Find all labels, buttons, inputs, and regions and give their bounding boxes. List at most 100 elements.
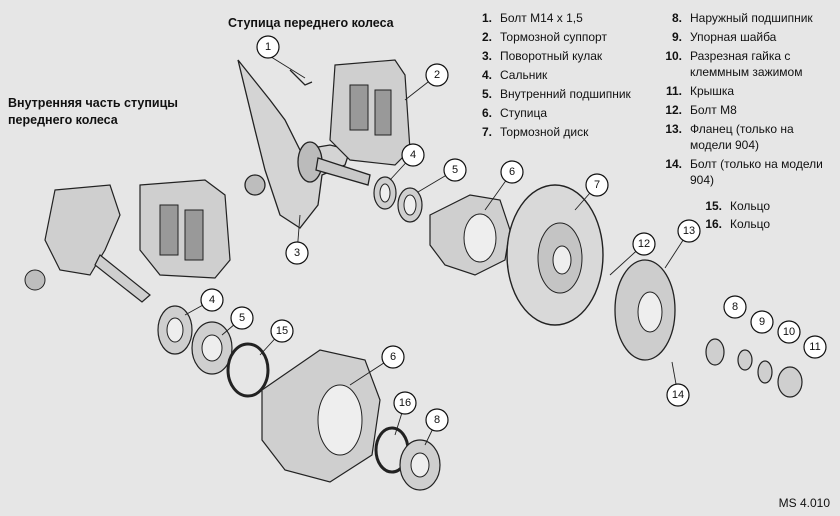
- legend-text: Кольцо: [730, 199, 771, 213]
- legend-number: 13.: [665, 122, 682, 136]
- callout-6: 6: [500, 160, 524, 184]
- callout-label: 13: [683, 225, 695, 237]
- callout-16: 16: [393, 391, 417, 415]
- callout-label: 6: [509, 166, 515, 178]
- legend-text: Крышка: [690, 84, 735, 98]
- callout-label: 11: [809, 341, 820, 353]
- legend-number: 2.: [481, 30, 492, 44]
- callout-circle: [270, 319, 294, 343]
- legend-number: 1.: [481, 11, 492, 25]
- legend-number: 5.: [481, 87, 492, 101]
- callout-14: 14: [666, 383, 690, 407]
- callout-label: 1: [265, 41, 271, 53]
- legend-number: 4.: [481, 68, 492, 82]
- callout-label: 12: [638, 238, 650, 250]
- callout-7: 7: [585, 173, 609, 197]
- callout-15: 15: [270, 319, 294, 343]
- callout-label: 10: [783, 326, 795, 338]
- callout-label: 5: [452, 164, 458, 176]
- callout-circle: [777, 320, 801, 344]
- callout-label: 8: [434, 414, 440, 426]
- legend-text: Болт (только на модели 904): [690, 157, 823, 187]
- callout-8: 8: [425, 408, 449, 432]
- legend-text: Болт М14 х 1,5: [500, 11, 583, 25]
- legend-item: 10. Разрезная гайка с клеммным зажимом: [660, 48, 838, 80]
- callout-circle: [381, 345, 405, 369]
- legend-column-2: 8.Наружный подшипник 9.Упорная шайба 10.…: [660, 10, 838, 188]
- legend-number: 9.: [671, 30, 682, 44]
- callout-13: 13: [677, 219, 701, 243]
- title-main: Ступица переднего колеса: [228, 16, 394, 30]
- callout-circle: [393, 391, 417, 415]
- legend-text: Кольцо: [730, 217, 771, 231]
- steering-knuckle-top: [237, 59, 371, 229]
- callout-5: 5: [443, 158, 467, 182]
- seal-and-bearing-top: [373, 176, 423, 223]
- legend-column-1: 1. Болт М14 х 1,5 2. Тормозной суппорт 3.П…: [470, 10, 650, 140]
- callout-label: 2: [434, 69, 440, 81]
- legend-text: Разрезная гайка с клеммным зажимом: [690, 49, 803, 79]
- legend-number: 6.: [481, 106, 492, 120]
- callout-12: 12: [632, 232, 656, 256]
- callout-label: 8: [732, 301, 738, 313]
- callout-label: 7: [594, 179, 600, 191]
- callout-label: 3: [294, 247, 300, 259]
- legend-item: 14.Болт (только на модели 904): [660, 156, 838, 188]
- legend-extra: 15.Кольцо 16. Кольцо: [700, 198, 820, 232]
- callout-2: 2: [425, 63, 449, 87]
- callout-circle: [723, 295, 747, 319]
- legend-text: Фланец (только на модели 904): [690, 122, 794, 152]
- callout-5: 5: [230, 306, 254, 330]
- callout-4: 4: [200, 288, 224, 312]
- callout-label: 9: [759, 316, 765, 328]
- legend-item: 4. Сальник: [470, 67, 650, 83]
- inner-seal-bearing-ring: [157, 305, 270, 398]
- callout-label: 16: [399, 397, 411, 409]
- legend-text: Ступица: [500, 106, 548, 120]
- legend-text: Тормозной диск: [500, 125, 589, 139]
- callout-circle: [230, 306, 254, 330]
- callout-circle: [750, 310, 774, 334]
- legend-text: Болт М8: [690, 103, 737, 117]
- callout-circle: [585, 173, 609, 197]
- brake-disc: [506, 184, 604, 326]
- legend-number: 11.: [665, 84, 682, 98]
- legend-item: 11. Крышка: [660, 83, 838, 99]
- legend-text: Внутренний подшипник: [500, 87, 631, 101]
- callout-circle: [285, 241, 309, 265]
- legend-item: 3.Поворотный кулак: [470, 48, 650, 64]
- title-inner: Внутренняя часть ступицы переднего колес…: [8, 96, 178, 127]
- legend-number: 7.: [481, 125, 492, 139]
- callout-circle: [666, 383, 690, 407]
- callout-11: 11: [803, 335, 827, 359]
- callout-circle: [425, 63, 449, 87]
- legend-item: 15.Кольцо: [700, 198, 820, 214]
- callout-1: 1: [256, 35, 280, 59]
- legend-number: 12.: [665, 103, 682, 117]
- legend-item: 6. Ступица: [470, 105, 650, 121]
- legend-text: Тормозной суппорт: [500, 30, 607, 44]
- callout-circle: [632, 232, 656, 256]
- legend-number: 10.: [665, 49, 682, 63]
- brake-caliper-top: [329, 59, 411, 166]
- callout-circle: [401, 143, 425, 167]
- legend-item: 5. Внутренний подшипник: [470, 86, 650, 102]
- callout-3: 3: [285, 241, 309, 265]
- legend-item: 12. Болт М8: [660, 102, 838, 118]
- flange-904: [614, 259, 676, 361]
- legend-item: 8.Наружный подшипник: [660, 10, 838, 26]
- callout-9: 9: [750, 310, 774, 334]
- legend-item: 16. Кольцо: [700, 216, 820, 232]
- legend-item: 2. Тормозной суппорт: [470, 29, 650, 45]
- legend-item: 13. Фланец (только на модели 904): [660, 121, 838, 153]
- legend-text: Сальник: [500, 68, 548, 82]
- callout-label: 4: [410, 149, 416, 161]
- callout-label: 15: [276, 325, 288, 337]
- legend-number: 16.: [705, 217, 722, 231]
- callout-circle: [256, 35, 280, 59]
- callout-circle: [425, 408, 449, 432]
- inner-knuckle-left: [24, 184, 151, 303]
- inner-hub: [261, 349, 441, 491]
